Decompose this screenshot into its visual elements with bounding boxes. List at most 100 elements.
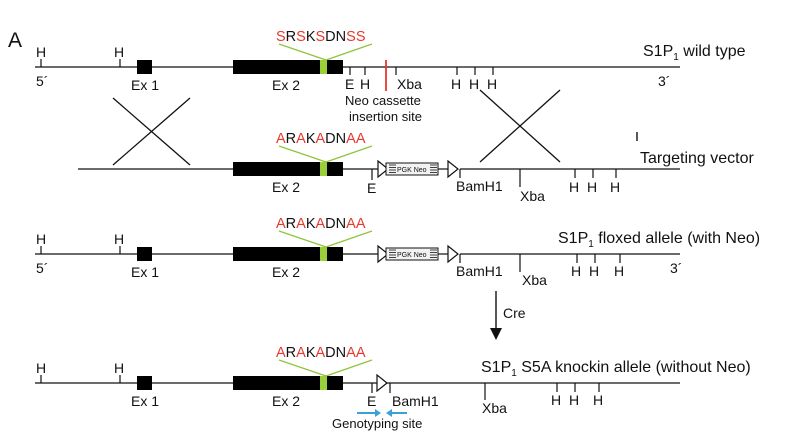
sequence-residue: K — [306, 29, 316, 45]
sequence-residue: R — [286, 345, 296, 361]
sequence-residue: K — [306, 216, 316, 232]
floxed-guide-left — [278, 230, 327, 248]
wild-type-3prime: 3´ — [658, 73, 670, 89]
vector-bamh1-label: BamH1 — [456, 178, 503, 194]
vector-ex2-label: Ex 2 — [272, 179, 300, 195]
floxed-pgk-neo-label: PGK Neo — [397, 252, 427, 259]
floxed-h-label: H — [614, 263, 624, 279]
forward-primer-head — [375, 409, 381, 417]
wild-type-exon-2 — [233, 60, 343, 74]
wild-type-h-label: H — [469, 76, 479, 92]
pgk-neo-stripes-right — [430, 164, 437, 173]
knockin-h-label: H — [593, 392, 603, 408]
sequence-residue: D — [325, 216, 335, 232]
sequence-residue: R — [286, 216, 296, 232]
wild-type-h-label: H — [487, 76, 497, 92]
floxed-title: S1P1 floxed allele (with Neo) — [558, 230, 760, 250]
cre-arrow-head — [490, 328, 502, 340]
sequence-residue: D — [325, 29, 335, 45]
wild-type-guide-right — [325, 43, 373, 61]
floxed-bamh1-label: BamH1 — [456, 263, 503, 279]
sequence-residue: N — [336, 131, 346, 147]
floxed-sequence: ARAKADNAA — [276, 216, 366, 232]
sequence-residue: N — [336, 345, 346, 361]
neo-insertion-label-2: insertion site — [349, 109, 422, 124]
genotyping-site-label: Genotyping site — [332, 416, 422, 431]
floxed-pgk-stripes-left — [389, 249, 396, 258]
floxed-loxp-left — [377, 244, 389, 264]
floxed-mutation-marker — [320, 247, 327, 261]
vector-h-label: H — [569, 179, 579, 195]
wild-type-e-label: E — [345, 76, 354, 92]
knockin-title: S1P1 S5A knockin allele (without Neo) — [481, 359, 751, 379]
floxed-3prime: 3´ — [670, 260, 682, 276]
wild-type-5prime: 5´ — [36, 73, 48, 89]
sequence-residue: A — [346, 131, 356, 147]
knockin-xba-label: Xba — [482, 400, 507, 416]
sequence-residue: A — [316, 216, 326, 232]
sequence-residue: S — [346, 29, 356, 45]
sequence-residue: A — [316, 131, 326, 147]
floxed-loxp-right — [447, 244, 459, 264]
sequence-residue: A — [356, 131, 366, 147]
wild-type-h-label: H — [114, 44, 124, 60]
knockin-bamh1-label: BamH1 — [392, 393, 439, 409]
sequence-residue: A — [346, 345, 356, 361]
floxed-xba-label: Xba — [522, 272, 547, 288]
knockin-sequence: ARAKADNAA — [276, 345, 366, 361]
sequence-residue: A — [276, 216, 286, 232]
crossover-left-b — [112, 97, 191, 166]
floxed-pgk-stripes-right — [430, 249, 437, 258]
floxed-h-label: H — [589, 263, 599, 279]
wild-type-guide-left — [278, 43, 327, 61]
cre-recombination-arrow: Cre — [490, 291, 526, 340]
floxed-exon-2 — [233, 247, 343, 261]
floxed-ex1-label: Ex 1 — [131, 264, 159, 280]
sequence-residue: A — [346, 216, 356, 232]
sequence-residue: A — [276, 131, 286, 147]
vector-exon-2 — [233, 162, 343, 176]
sequence-residue: S — [316, 29, 326, 45]
knockin-h-label: H — [36, 360, 46, 376]
floxed-exon-1 — [137, 247, 152, 261]
vector-e-label: E — [367, 180, 376, 196]
sequence-residue: A — [356, 216, 366, 232]
vector-title: Targeting vector — [640, 150, 755, 167]
knockin-guide-left — [278, 359, 327, 377]
knockin-h-label: H — [569, 392, 579, 408]
sequence-residue: A — [296, 131, 306, 147]
row-wild-type: SRSKSDNSS H H 5´ Ex 1 Ex 2 E H Neo casse… — [35, 29, 746, 124]
vector-sequence: ARAKADNAA — [276, 131, 366, 147]
panel-label: A — [8, 29, 22, 52]
homologous-recombination-crossovers — [112, 89, 561, 166]
wild-type-mutation-marker — [320, 60, 327, 74]
cre-label: Cre — [503, 305, 526, 321]
reverse-primer-head — [386, 409, 392, 417]
row-targeting-vector: ARAKADNAA Ex 2 E PGK Neo BamH1 Xba H H — [78, 131, 755, 204]
row-knockin-allele: ARAKADNAA H H Ex 1 Ex 2 E BamH1 Xba H H … — [35, 345, 751, 431]
sequence-residue: D — [325, 131, 335, 147]
sequence-residue: A — [296, 345, 306, 361]
wild-type-ex2-label: Ex 2 — [272, 77, 300, 93]
knockin-ex1-label: Ex 1 — [131, 393, 159, 409]
floxed-guide-right — [325, 230, 373, 248]
wild-type-ex1-label: Ex 1 — [131, 77, 159, 93]
wild-type-exon-1 — [137, 60, 152, 74]
sequence-residue: S — [296, 29, 306, 45]
sequence-residue: S — [276, 29, 286, 45]
knockin-mutation-marker — [320, 376, 327, 390]
knockin-loxp — [376, 373, 388, 393]
wild-type-h-label: H — [451, 76, 461, 92]
knockin-ex2-label: Ex 2 — [272, 393, 300, 409]
sequence-residue: A — [356, 345, 366, 361]
sequence-residue: R — [286, 131, 296, 147]
floxed-h-label: H — [571, 263, 581, 279]
wild-type-title: S1P1 wild type — [643, 43, 746, 63]
pgk-neo-stripes-left — [389, 164, 396, 173]
knockin-h-label: H — [114, 360, 124, 376]
wild-type-sequence: SRSKSDNSS — [276, 29, 365, 45]
sequence-residue: N — [336, 29, 346, 45]
sequence-residue: A — [276, 345, 286, 361]
vector-h-label: H — [587, 179, 597, 195]
